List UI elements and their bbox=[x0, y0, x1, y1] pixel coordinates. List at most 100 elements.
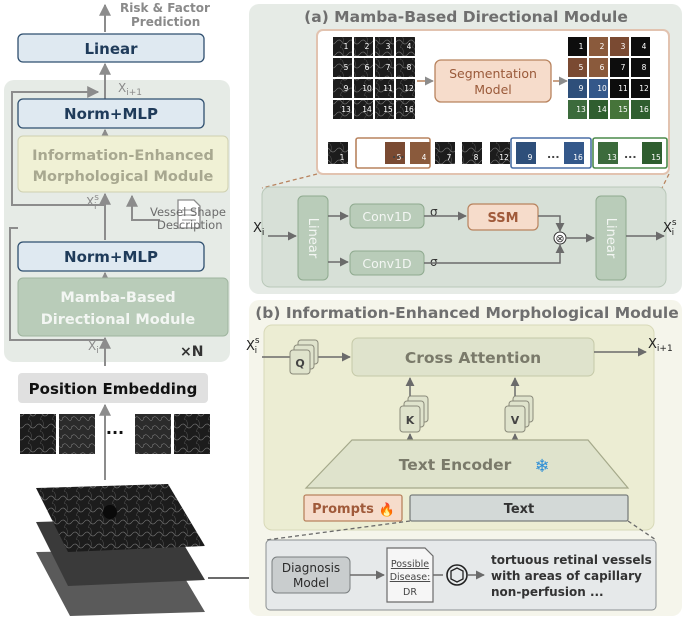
segmentation-model-line2: Model bbox=[474, 82, 512, 97]
input-patch-number: 4 bbox=[407, 42, 412, 51]
input-patch-number: 10 bbox=[362, 84, 372, 93]
input-patch-cell bbox=[396, 37, 415, 56]
repeat-label: ×N bbox=[180, 344, 203, 360]
sequence-patch-number: 1 bbox=[340, 153, 345, 162]
input-patch-cell bbox=[354, 37, 373, 56]
sequence-ellipsis: ... bbox=[547, 148, 560, 161]
segmented-patch-cell bbox=[610, 79, 629, 98]
snowflake-icon: ❄ bbox=[534, 456, 549, 477]
segmented-patch-number: 12 bbox=[639, 84, 649, 93]
input-patch-number: 14 bbox=[362, 105, 372, 114]
output-label-line1: Risk & Factor bbox=[120, 1, 210, 15]
diagnosis-panel bbox=[265, 539, 657, 611]
segmented-patch-number: 2 bbox=[600, 42, 605, 51]
vessel-desc-line2: Description bbox=[157, 218, 223, 232]
input-patch-number: 13 bbox=[341, 105, 351, 114]
arrow-gate-to-mult bbox=[424, 244, 565, 264]
possible-disease-line1: Possible bbox=[391, 559, 429, 570]
sequence-patch-number: 9 bbox=[528, 153, 533, 162]
input-patch-cell bbox=[375, 79, 394, 98]
sequence-ellipsis: ... bbox=[392, 148, 405, 161]
input-patch-number: 3 bbox=[386, 42, 391, 51]
linear-right-label: Linear bbox=[603, 218, 618, 259]
sequence-patch bbox=[435, 142, 455, 164]
segmented-patch-cell bbox=[610, 100, 629, 119]
iem-x-out: Xi+1 bbox=[648, 337, 673, 354]
k-label: K bbox=[406, 414, 415, 427]
segmented-patch-cell bbox=[631, 58, 650, 77]
text-encoder-box bbox=[304, 439, 630, 489]
cross-attention-box bbox=[351, 337, 595, 377]
input-patch-cell bbox=[333, 79, 352, 98]
segmentation-model-box bbox=[434, 59, 552, 103]
sequence-patch-number: 15 bbox=[651, 153, 661, 162]
diagnosis-model-line1: Diagnosis bbox=[282, 561, 340, 575]
sequence-patch-number: 12 bbox=[499, 153, 509, 162]
sigma-top: σ bbox=[430, 205, 438, 219]
diagnosis-model-line2: Model bbox=[293, 576, 329, 590]
possible-disease-line2: Disease: bbox=[390, 572, 431, 583]
input-patch-number: 9 bbox=[344, 84, 349, 93]
input-patch-number: 12 bbox=[404, 84, 414, 93]
sequence-patch bbox=[385, 142, 405, 164]
dashed-connector-right bbox=[661, 173, 670, 189]
segmented-patch-cell bbox=[568, 58, 587, 77]
input-patch-cell bbox=[354, 58, 373, 77]
segmented-patch-number: 8 bbox=[642, 63, 647, 72]
arrow-ssm-to-mult bbox=[538, 215, 565, 232]
sequence-patch-number: 7 bbox=[447, 153, 452, 162]
sequence-patch bbox=[328, 142, 348, 164]
dashed-text-right bbox=[627, 520, 657, 541]
ssm-box bbox=[467, 203, 539, 231]
iem-box bbox=[17, 135, 229, 193]
q-label: Q bbox=[295, 357, 304, 370]
arrow-vessel-desc bbox=[126, 194, 160, 221]
input-patch-cell bbox=[396, 100, 415, 119]
residual-upper bbox=[11, 86, 105, 206]
vessel-text-line1: tortuous retinal vessels bbox=[491, 553, 652, 567]
sequence-patch bbox=[516, 142, 536, 164]
input-patch-cell bbox=[333, 58, 352, 77]
segmented-patch-cell bbox=[589, 100, 608, 119]
segmented-patch-number: 4 bbox=[642, 42, 647, 51]
llm-icon bbox=[446, 564, 468, 586]
text-encoder-label: Text Encoder bbox=[399, 456, 512, 474]
input-patch-number: 6 bbox=[365, 63, 370, 72]
input-patch-number: 5 bbox=[344, 63, 349, 72]
vessel-desc-line1: Vessel Shape bbox=[150, 205, 226, 219]
segmented-patch-number: 11 bbox=[618, 84, 628, 93]
possible-disease-doc bbox=[386, 547, 434, 603]
sequence-patch-number: 4 bbox=[422, 153, 427, 162]
v-stack bbox=[504, 395, 534, 433]
segmented-patch-cell bbox=[568, 37, 587, 56]
text-label: Text bbox=[504, 502, 535, 517]
segmented-patch-number: 10 bbox=[597, 84, 607, 93]
input-patch-number: 11 bbox=[383, 84, 393, 93]
input-patch-number: 1 bbox=[344, 42, 349, 51]
mbd-box bbox=[17, 277, 229, 337]
segmented-patch-number: 16 bbox=[639, 105, 649, 114]
sequence-patch-number: 8 bbox=[474, 153, 479, 162]
fire-icon: 🔥 bbox=[379, 502, 395, 518]
input-patch-number: 7 bbox=[386, 63, 391, 72]
input-patch-number: 8 bbox=[407, 63, 412, 72]
segmented-patch-cell bbox=[589, 79, 608, 98]
sequence-patch bbox=[462, 142, 482, 164]
patch-tile-4 bbox=[174, 414, 210, 454]
dashed-connector-left bbox=[261, 173, 318, 189]
patch-tile-2 bbox=[59, 414, 95, 454]
segmented-patch-cell bbox=[589, 58, 608, 77]
input-patch-cell bbox=[375, 100, 394, 119]
segmented-patch-number: 5 bbox=[579, 63, 584, 72]
multiply-symbol: ⊗ bbox=[555, 232, 564, 245]
x-i-label: Xi bbox=[88, 339, 99, 356]
input-patch-number: 2 bbox=[365, 42, 370, 51]
mbd-x-in: Xi bbox=[253, 221, 264, 238]
